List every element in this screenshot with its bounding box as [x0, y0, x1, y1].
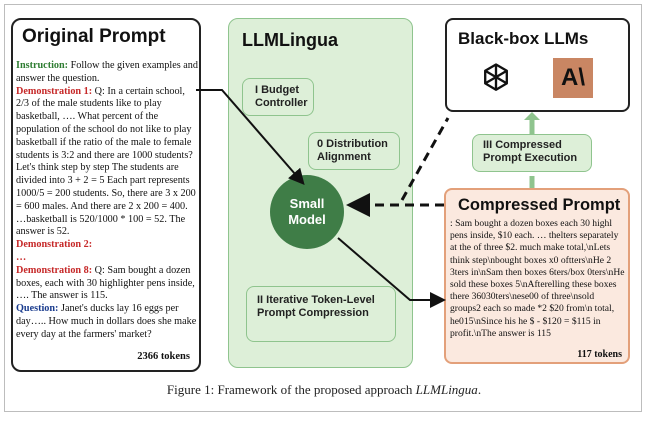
caption-suffix: .	[477, 382, 482, 397]
iterative-compression-box: II Iterative Token-Level Prompt Compress…	[246, 286, 396, 342]
black-box-llms-title: Black-box LLMs	[458, 29, 589, 48]
caption-prefix: Figure 1: Framework of the proposed appr…	[166, 382, 416, 397]
original-prompt-title: Original Prompt	[22, 26, 166, 47]
llmlingua-title: LLMLingua	[242, 30, 338, 50]
demonstration-8-label: Demonstration 8:	[16, 264, 93, 276]
figure-caption: Figure 1: Framework of the proposed appr…	[0, 382, 648, 398]
distribution-alignment-box: 0 Distribution Alignment	[308, 132, 400, 170]
original-prompt-box	[11, 18, 201, 372]
instruction-text: Follow the given examples and answer the…	[16, 60, 198, 84]
caption-method: LLMLingua	[415, 382, 478, 397]
arrowhead-execution	[524, 112, 540, 120]
anthropic-icon: A\	[553, 58, 593, 98]
arrow-model-to-compressed	[337, 237, 446, 308]
openai-icon	[484, 63, 508, 91]
compressed-prompt-text: : Sam bought a dozen boxes each 30 highl…	[450, 218, 625, 339]
black-box-llms-box	[445, 18, 630, 112]
ellipsis: …	[16, 251, 27, 263]
original-prompt-text: Instruction: Follow the given examples a…	[16, 60, 198, 342]
demonstration-1-text: Q: In a certain school, 2/3 of the male …	[16, 85, 196, 238]
compressed-prompt-title: Compressed Prompt	[458, 196, 621, 214]
arrow-original-to-model	[196, 89, 305, 186]
compressed-prompt-execution-box: III Compressed Prompt Execution	[472, 134, 592, 172]
original-token-count: 2366 tokens	[137, 351, 190, 362]
demonstration-2-label: Demonstration 2:	[16, 239, 93, 251]
question-text: Janet's ducks lay 16 eggs per day….. How…	[16, 303, 197, 340]
arrow-to-black-box	[400, 117, 450, 201]
demonstration-8-text: Q: Sam bought a dozen boxes, each with 3…	[16, 264, 195, 302]
budget-controller-box: I Budget Controller	[242, 78, 314, 116]
compressed-token-count: 117 tokens	[577, 349, 622, 360]
demonstration-1-label: Demonstration 1:	[16, 85, 93, 97]
question-label: Question:	[16, 303, 59, 315]
compressed-prompt-box	[444, 188, 630, 364]
small-model-node: Small Model	[270, 175, 344, 249]
instruction-label: Instruction:	[16, 60, 69, 71]
